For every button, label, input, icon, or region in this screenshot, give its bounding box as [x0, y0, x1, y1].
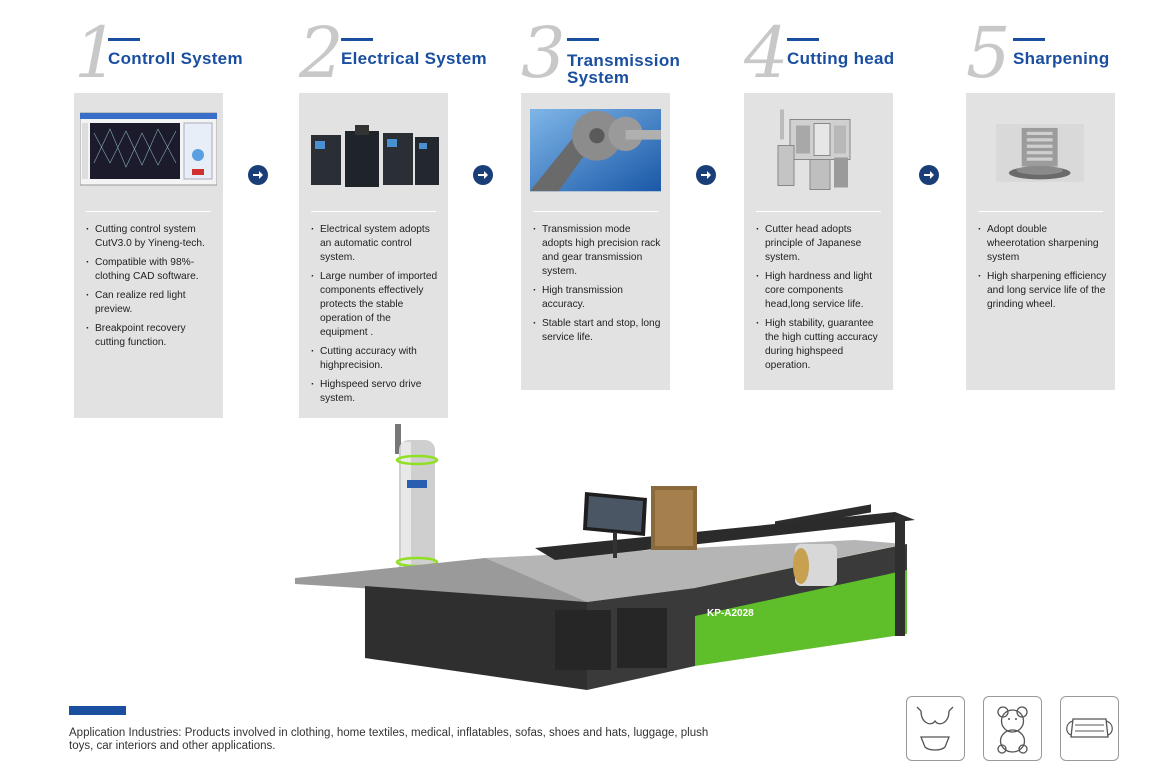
face-mask-icon [1060, 696, 1119, 761]
sharpening-wheel-image [996, 124, 1084, 182]
feature-list: Adopt double wheerotation sharpening sys… [976, 223, 1107, 317]
divider [86, 211, 211, 212]
list-item: Cutter head adopts principle of Japanese… [754, 223, 885, 265]
section-title-line: System [567, 68, 630, 87]
servo-drives-image [311, 125, 439, 187]
accent-bar [69, 706, 126, 715]
arrow-right-icon [696, 165, 716, 185]
application-text: Application Industries: Products involve… [69, 727, 709, 752]
divider [311, 211, 436, 212]
feature-card: Transmission mode adopts high precision … [521, 93, 670, 390]
feature-card: Cutter head adopts principle of Japanese… [744, 93, 893, 390]
divider [756, 211, 881, 212]
list-item: Electrical system adopts an automatic co… [309, 223, 440, 265]
feature-list: Transmission mode adopts high precision … [531, 223, 662, 350]
section-cutting-head: 4 Cutting head Cutter head adopts princi… [744, 0, 964, 420]
section-number: 3 [521, 12, 566, 94]
list-item: High stability, guarantee the high cutti… [754, 317, 885, 373]
underwear-icon [906, 696, 965, 761]
rack-and-gear-image [530, 109, 661, 192]
section-sharpening: 5 Sharpening Adopt double wheerotation s… [966, 0, 1154, 420]
list-item: Large number of imported components effe… [309, 270, 440, 340]
accent-line [1013, 38, 1045, 41]
teddy-bear-icon [983, 696, 1042, 761]
section-title: Electrical System [341, 49, 487, 68]
section-number: 1 [74, 12, 119, 94]
list-item: High sharpening efficiency and long serv… [976, 270, 1107, 312]
machine-model-label: KP-A2028 [707, 608, 754, 619]
section-title: Sharpening [1013, 49, 1110, 68]
feature-list: Electrical system adopts an automatic co… [309, 223, 440, 411]
list-item: Highspeed servo drive system. [309, 378, 440, 406]
feature-list: Cutting control system CutV3.0 by Yineng… [84, 223, 215, 355]
section-title-line: Transmission [567, 51, 681, 70]
divider [978, 211, 1103, 212]
section-control-system: 1 Controll System Cutting control system… [74, 0, 294, 420]
section-title: Cutting head [787, 49, 895, 68]
accent-line [341, 38, 373, 41]
list-item: Compatible with 98%-clothing CAD softwar… [84, 256, 215, 284]
cutting-machine-image: KP-A2028 [295, 424, 915, 690]
feature-card: Adopt double wheerotation sharpening sys… [966, 93, 1115, 390]
feature-card: Cutting control system CutV3.0 by Yineng… [74, 93, 223, 418]
arrow-right-icon [248, 165, 268, 185]
list-item: Cutting control system CutV3.0 by Yineng… [84, 223, 215, 251]
list-item: High transmission accuracy. [531, 284, 662, 312]
section-number: 5 [966, 12, 1011, 94]
section-transmission-system: 3 Transmission System Transmission mode … [521, 0, 741, 420]
list-item: Cutting accuracy with highprecision. [309, 345, 440, 373]
accent-line [108, 38, 140, 41]
section-electrical-system: 2 Electrical System Electrical system ad… [299, 0, 519, 420]
arrow-right-icon [473, 165, 493, 185]
list-item: High hardness and light core components … [754, 270, 885, 312]
list-item: Adopt double wheerotation sharpening sys… [976, 223, 1107, 265]
arrow-right-icon [919, 165, 939, 185]
software-screenshot-image [80, 112, 217, 186]
list-item: Can realize red light preview. [84, 289, 215, 317]
section-title: Controll System [108, 49, 243, 68]
divider [533, 211, 658, 212]
accent-line [567, 38, 599, 41]
feature-card: Electrical system adopts an automatic co… [299, 93, 448, 418]
section-number: 2 [299, 12, 344, 94]
list-item: Transmission mode adopts high precision … [531, 223, 662, 279]
feature-list: Cutter head adopts principle of Japanese… [754, 223, 885, 378]
list-item: Breakpoint recovery cutting function. [84, 322, 215, 350]
cutter-head-image [777, 109, 851, 190]
section-number: 4 [744, 12, 789, 94]
list-item: Stable start and stop, long service life… [531, 317, 662, 345]
section-title: Transmission System [567, 52, 680, 86]
accent-line [787, 38, 819, 41]
